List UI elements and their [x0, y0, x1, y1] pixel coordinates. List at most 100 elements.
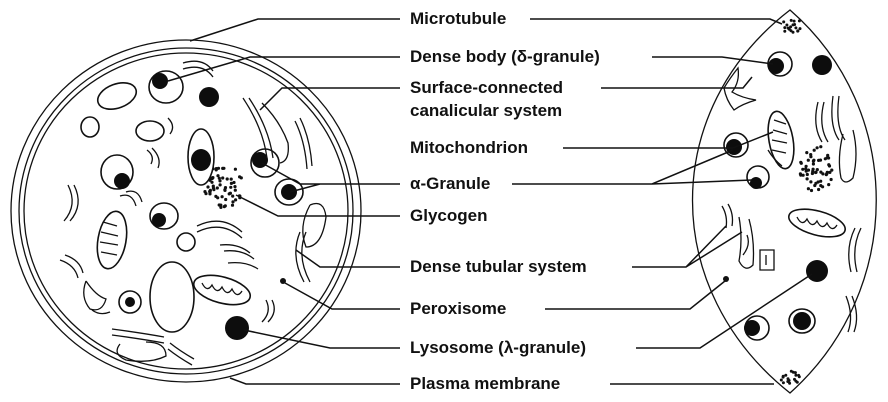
stipple-dot	[209, 189, 212, 192]
stipple-dot	[806, 173, 809, 176]
label-microtubule: Microtubule	[410, 9, 506, 29]
label-peroxisome: Peroxisome	[410, 299, 506, 319]
stipple-dot	[230, 178, 233, 181]
mitochondrion-right-2	[786, 204, 848, 242]
stipple-dot	[819, 159, 822, 162]
stipple-dot	[221, 167, 224, 170]
stipple-dot	[805, 151, 808, 154]
stipple-dot	[796, 30, 799, 33]
stipple-dot	[809, 155, 812, 158]
mitochondrion-right-1	[764, 109, 798, 170]
stipple-dot	[809, 180, 812, 183]
stipple-dot	[782, 20, 785, 23]
stipple-dot	[793, 378, 796, 381]
alpha-granule-left-2	[101, 155, 133, 189]
stipple-dot	[221, 195, 224, 198]
stipple-dot	[814, 171, 817, 174]
label-lysosome: Lysosome (λ-granule)	[410, 338, 586, 358]
stipple-dot	[798, 19, 801, 22]
stipple-dot	[821, 172, 824, 175]
stipple-dot	[801, 168, 804, 171]
stipple-dot	[785, 24, 788, 27]
vacuole-left-1	[150, 262, 194, 332]
stipple-dot	[780, 379, 783, 382]
alpha-granule-left-6	[119, 291, 141, 313]
stipple-dot	[782, 381, 785, 384]
stipple-dot	[224, 198, 227, 201]
stipple-dot	[787, 377, 790, 380]
stipple-dot	[807, 159, 810, 162]
alpha-granule-right-4	[744, 316, 769, 340]
label-glycogen: Glycogen	[410, 206, 487, 226]
stipple-dot	[231, 204, 234, 207]
label-dense-body: Dense body (δ-granule)	[410, 47, 600, 67]
dense-oval-left	[188, 129, 214, 185]
microtubule-bundle-bottom	[780, 370, 801, 385]
stipple-dot	[229, 186, 232, 189]
stipple-dot	[786, 380, 789, 383]
stipple-dot	[216, 174, 219, 177]
dense-body-left-1	[199, 87, 219, 107]
stipple-dot	[826, 156, 829, 159]
stipple-dot	[226, 177, 229, 180]
stipple-dot	[812, 162, 815, 165]
stipple-dot	[790, 29, 793, 32]
mitochondrion-left-1	[93, 209, 131, 271]
stipple-dot	[210, 181, 213, 184]
stipple-dot	[799, 27, 802, 30]
stipple-dot	[810, 189, 813, 192]
stipple-dot	[783, 30, 786, 33]
stipple-dot	[234, 168, 237, 171]
stipple-dot	[234, 198, 237, 201]
stipple-dot	[794, 374, 797, 377]
label-canalicular-line2: canalicular system	[410, 101, 562, 121]
stipple-dot	[219, 206, 222, 209]
label-mitochondrion: Mitochondrion	[410, 138, 528, 158]
alpha-granule-left-1	[149, 71, 183, 103]
stipple-dot	[807, 187, 810, 190]
stipple-dot	[233, 185, 236, 188]
stipple-dot	[807, 169, 810, 172]
alpha-granule-right-3	[747, 166, 769, 189]
alpha-granule-left-3	[251, 149, 279, 177]
alpha-granule-right-2	[724, 133, 748, 157]
stipple-dot	[228, 192, 231, 195]
vacuole-left-3	[177, 233, 195, 251]
vacuole-left-4	[94, 78, 140, 114]
lysosome-right	[806, 260, 828, 282]
label-dense-tubular: Dense tubular system	[410, 257, 587, 277]
plasma-membrane-outer	[11, 40, 361, 382]
stipple-dot	[830, 178, 833, 181]
stipple-dot	[813, 149, 816, 152]
mitochondrion-left-3	[136, 121, 164, 141]
stipple-dot	[224, 186, 227, 189]
stipple-dot	[790, 19, 793, 22]
stipple-dot	[234, 189, 237, 192]
stipple-dot	[231, 195, 234, 198]
alpha-granule-left-5	[150, 203, 178, 229]
glycogen-cluster-right	[799, 145, 834, 192]
stipple-dot	[812, 159, 815, 162]
cross-section-platelet	[11, 40, 361, 382]
stipple-dot	[804, 167, 807, 170]
stipple-dot	[811, 170, 814, 173]
stipple-dot	[819, 180, 822, 183]
alpha-granule-right-5	[789, 309, 815, 333]
stipple-dot	[814, 182, 817, 185]
stipple-dot	[784, 374, 787, 377]
stipple-dot	[799, 161, 802, 164]
lysosome-left	[225, 316, 249, 340]
stipple-dot	[817, 188, 820, 191]
stipple-dot	[231, 200, 234, 203]
stipple-dot	[216, 196, 219, 199]
stipple-dot	[216, 186, 219, 189]
mitochondrion-left-2	[191, 270, 254, 310]
stipple-dot	[798, 375, 801, 378]
label-alpha-granule: α-Granule	[410, 174, 490, 194]
stipple-dot	[816, 146, 819, 149]
stipple-dot	[206, 185, 209, 188]
leader-lines	[168, 19, 812, 384]
microtubule-bundle-top	[782, 19, 801, 34]
stipple-dot	[782, 376, 785, 379]
